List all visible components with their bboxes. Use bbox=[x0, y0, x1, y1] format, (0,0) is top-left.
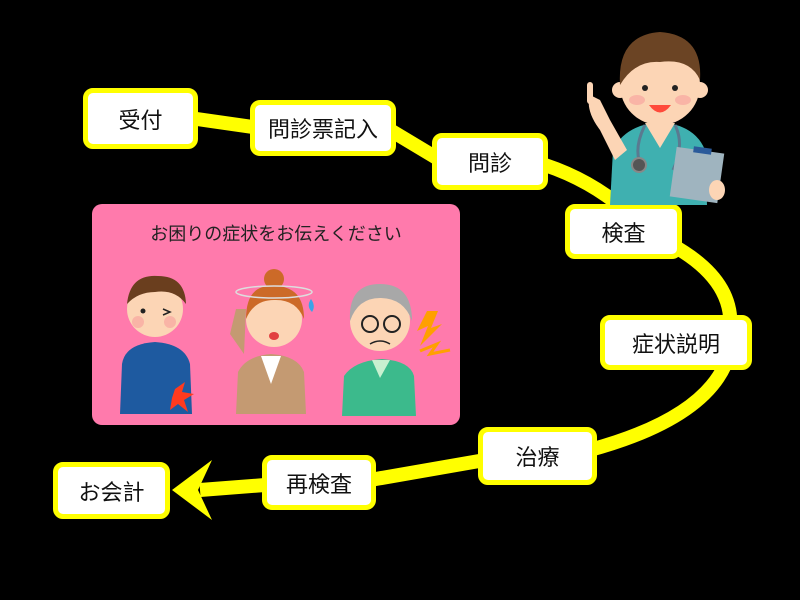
step-label: 治療 bbox=[515, 446, 560, 471]
step-questionnaire: 問診票記入 bbox=[250, 100, 396, 156]
step-payment: お会計 bbox=[53, 462, 170, 519]
panel-title: お困りの症状をお伝えください bbox=[150, 224, 402, 245]
doctor-illustration-icon bbox=[587, 32, 725, 205]
step-label: 問診 bbox=[467, 151, 512, 177]
step-reexamination: 再検査 bbox=[262, 455, 376, 510]
man-back-pain-icon bbox=[120, 275, 194, 414]
woman-dizziness-icon bbox=[230, 269, 314, 414]
step-label: 問診票記入 bbox=[267, 118, 378, 143]
step-treatment: 治療 bbox=[478, 427, 597, 485]
symptom-panel: お困りの症状をお伝えください bbox=[92, 204, 460, 425]
arrow-head-icon bbox=[172, 460, 212, 520]
step-label: 受付 bbox=[118, 108, 163, 134]
elderly-man-shoulder-pain-icon bbox=[342, 284, 451, 416]
step-label: 再検査 bbox=[285, 472, 352, 498]
step-label: お会計 bbox=[78, 480, 145, 506]
step-reception: 受付 bbox=[83, 88, 198, 149]
step-label: 検査 bbox=[601, 221, 646, 247]
step-interview: 問診 bbox=[432, 133, 548, 190]
step-examination: 検査 bbox=[565, 204, 682, 259]
step-explanation: 症状説明 bbox=[600, 315, 752, 370]
step-label: 症状説明 bbox=[631, 332, 720, 358]
